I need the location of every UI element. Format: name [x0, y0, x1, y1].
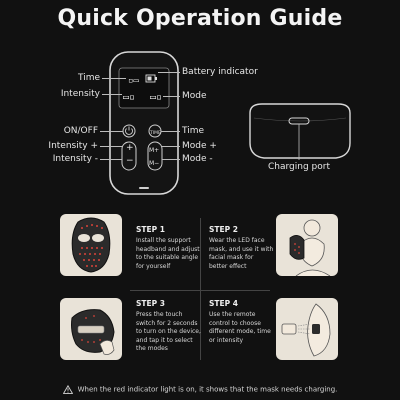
label-onoff: ON/OFF [63, 126, 98, 136]
label-intensity-plus: Intensity + [48, 141, 98, 151]
mode-plus-button[interactable]: M+ [149, 147, 160, 154]
remote-pointing-at-mask-illustration [281, 303, 331, 357]
power-button-ring [122, 124, 136, 138]
label-time-display: Time [77, 73, 100, 83]
charging-case [249, 103, 351, 159]
step4-heading: STEP 4 [209, 299, 238, 308]
label-intensity-minus: Intensity - [52, 154, 98, 164]
intensity-plus-button[interactable]: + [126, 143, 134, 153]
remote-control-illustration: ▫▭ ▭▫ ▭▫ [109, 51, 351, 195]
person-wearing-mask-illustration [289, 219, 331, 276]
label-charging-port: Charging port [268, 162, 330, 172]
label-mode-display: Mode [182, 91, 207, 101]
page-title: Quick Operation Guide [57, 6, 343, 31]
label-time-button: Time [182, 126, 205, 136]
footer-note: When the red indicator light is on, it s… [0, 385, 400, 394]
mode-minus-button[interactable]: M− [149, 160, 160, 167]
steps-vertical-divider [200, 218, 201, 360]
intensity-rocker [121, 141, 137, 171]
display-time-digits: ▫▭ [128, 76, 139, 86]
label-intensity-display: Intensity [60, 89, 100, 99]
step3-image [60, 298, 122, 360]
led-mask-front-illustration [71, 217, 111, 273]
step1-heading: STEP 1 [136, 225, 165, 234]
step2-image [276, 214, 338, 276]
step4-image [276, 298, 338, 360]
time-button-text[interactable]: TIME [150, 131, 161, 136]
mode-rocker [147, 141, 163, 171]
warning-icon [62, 385, 73, 394]
label-battery-indicator: Battery indicator [182, 67, 258, 77]
display-mode-digits: ▭▫ [150, 92, 162, 103]
mask-side-switch-illustration [71, 309, 115, 355]
label-mode-minus: Mode - [182, 154, 213, 164]
display-intensity-digits: ▭▫ [123, 92, 135, 103]
footer-text: When the red indicator light is on, it s… [77, 385, 338, 394]
step1-image [60, 214, 122, 276]
step2-heading: STEP 2 [209, 225, 238, 234]
intensity-minus-button[interactable]: − [126, 156, 134, 166]
label-mode-plus: Mode + [182, 141, 217, 151]
step3-heading: STEP 3 [136, 299, 165, 308]
